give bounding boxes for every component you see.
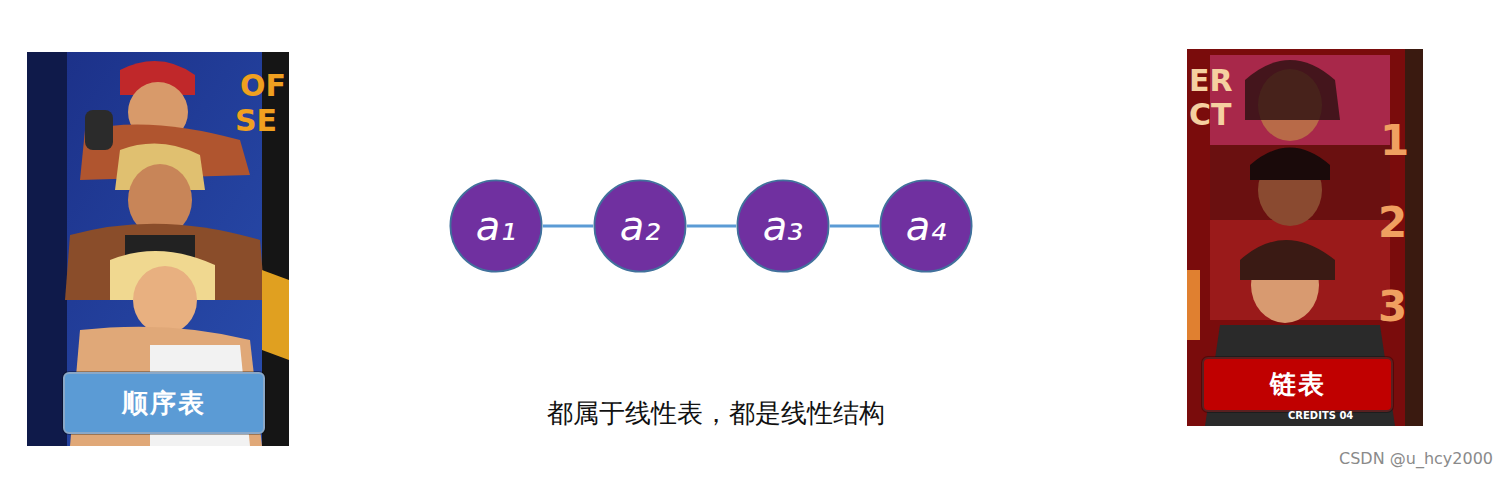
element-name: a₃: [763, 203, 804, 249]
list-element-circle: a₂: [593, 179, 687, 273]
slot-number: 3: [1378, 282, 1407, 331]
blue-button: 顺序表: [63, 372, 265, 434]
red-button: 链表: [1202, 357, 1393, 412]
right-artwork: [1187, 49, 1423, 426]
slot-number: 2: [1378, 198, 1407, 247]
link-line: [543, 226, 593, 227]
watermark: CSDN @u_hcy2000: [1339, 449, 1493, 468]
credits-text: CREDITS 04: [1288, 410, 1353, 421]
list-element-circle: a₁: [449, 179, 543, 273]
link-line: [830, 226, 879, 227]
caption-text: 都属于线性表，都是线性结构: [547, 396, 885, 431]
logo-text: SE: [235, 103, 277, 138]
logo-text: ER: [1189, 63, 1233, 98]
logo-text: OF: [240, 68, 286, 103]
element-name: a₂: [620, 203, 661, 249]
element-name: a₁: [476, 203, 517, 249]
button-label: 链表: [1270, 367, 1326, 402]
element-name: a₄: [906, 203, 947, 249]
button-label: 顺序表: [122, 386, 206, 421]
list-element-circle: a₃: [736, 179, 830, 273]
list-element-circle: a₄: [879, 179, 973, 273]
link-line: [687, 226, 736, 227]
logo-text: CT: [1189, 97, 1231, 132]
left-artwork: [27, 52, 289, 446]
slot-number: 1: [1380, 116, 1409, 165]
